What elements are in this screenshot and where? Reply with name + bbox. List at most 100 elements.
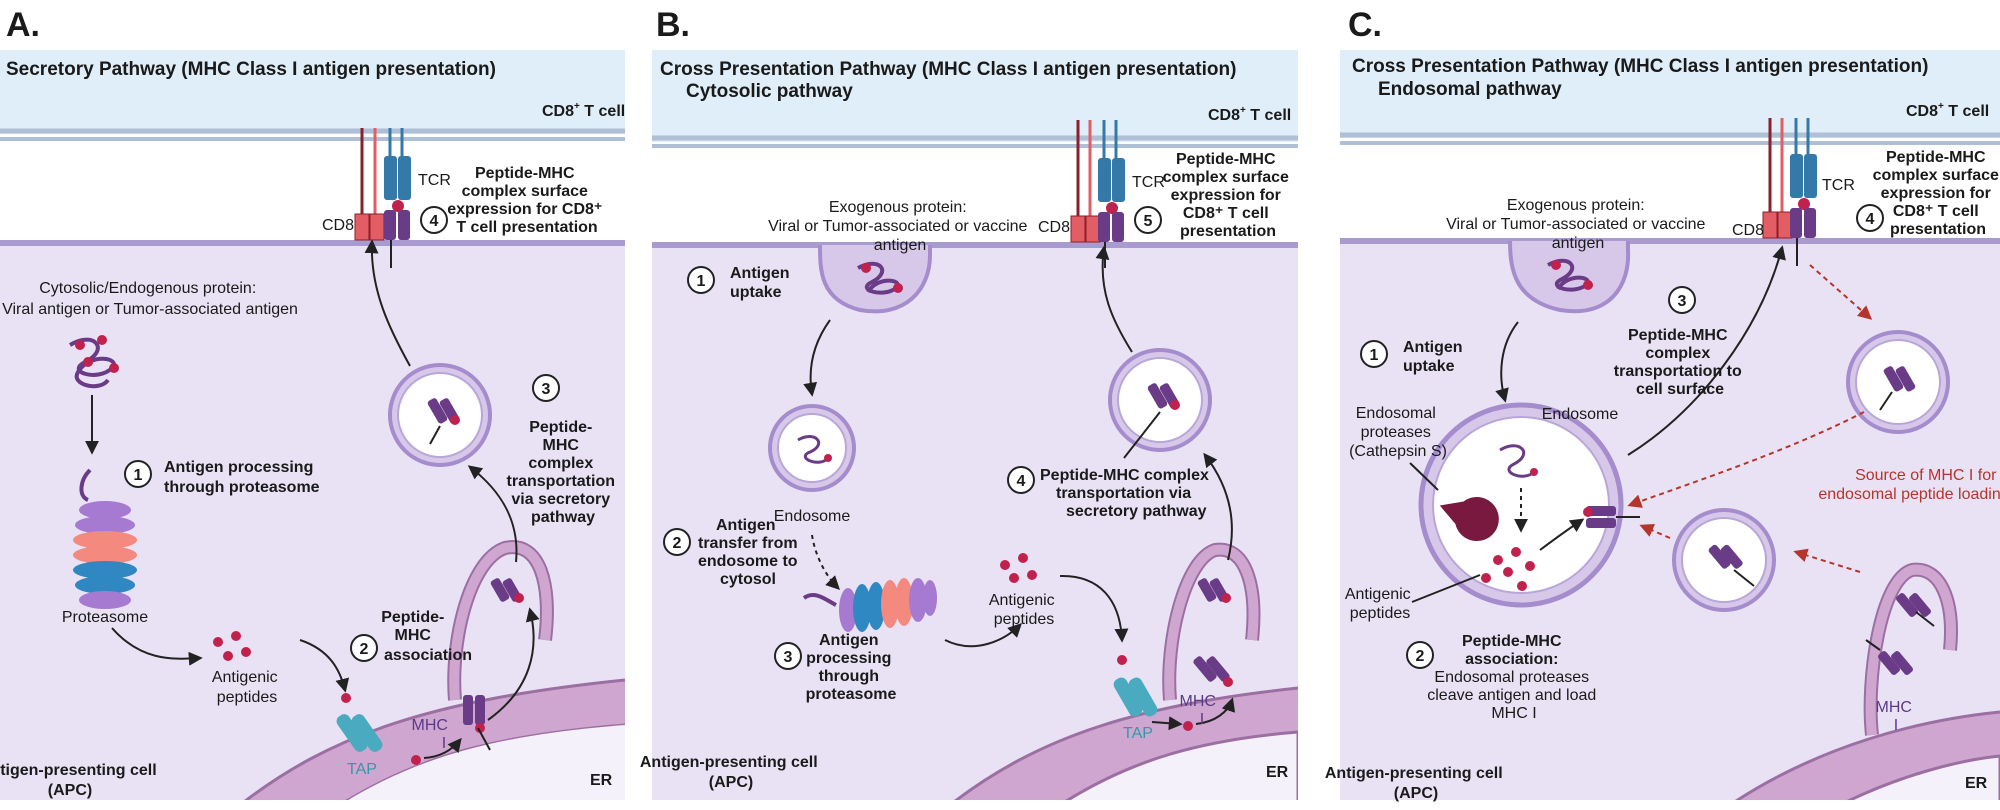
panel-a-mhc-in-er bbox=[463, 695, 491, 751]
panel-a-step-3-number: 3 bbox=[542, 381, 551, 398]
panel-c-step-3-marker bbox=[1668, 286, 1696, 314]
panel-b-letter: B. bbox=[656, 6, 690, 44]
panel-a-er-label: ER bbox=[590, 772, 613, 789]
panel-b-apc-label: Antigen-presenting cell (APC) bbox=[640, 754, 822, 791]
panel-a-step-2-marker bbox=[350, 634, 378, 662]
panel-a-step-1-text: Antigen processing through proteasome bbox=[164, 459, 320, 496]
panel-c-step-4-number: 4 bbox=[1866, 211, 1875, 228]
panel-a-antigen-protein bbox=[68, 335, 119, 389]
panel-a-tcell-label: CD8+ T cell bbox=[542, 101, 625, 120]
panel-c-step-4-marker bbox=[1856, 204, 1884, 232]
panel-a-tap-transporter bbox=[336, 714, 383, 752]
panel-c-protein-label: Exogenous protein: Viral or Tumor-associ… bbox=[1446, 197, 1710, 252]
panel-a-proteasome-label: Proteasome bbox=[62, 609, 148, 626]
panel-c-letter: C. bbox=[1348, 6, 1382, 44]
panel-b-protein-label: Exogenous protein: Viral or Tumor-associ… bbox=[768, 199, 1032, 254]
panel-c-recycling-vesicle-top bbox=[1846, 330, 1950, 434]
panel-a-step-4-text: Peptide-MHC complex surface expression f… bbox=[447, 165, 607, 236]
panel-b-step-1-marker bbox=[687, 266, 715, 294]
panel-c-step-3-number: 3 bbox=[1678, 293, 1687, 310]
panel-b-step-1-text: Antigen uptake bbox=[730, 265, 794, 301]
panel-b-tcr-receptor bbox=[1070, 120, 1125, 268]
panel-a-peptide-on-mhc bbox=[392, 200, 404, 212]
panel-a-peptides-label: Antigenic peptides bbox=[212, 669, 282, 706]
panel-b-step-3-marker bbox=[774, 642, 802, 670]
panel-b-step-4-marker bbox=[1007, 466, 1035, 494]
panel-a-step-3-text: Peptide- MHC complex transportation via … bbox=[507, 419, 620, 526]
panel-c-mhc-in-er bbox=[1865, 639, 1913, 675]
panel-a-mhc-label: MHC I bbox=[412, 717, 453, 752]
panel-b-proteasome bbox=[802, 578, 937, 632]
panel-c-source-label: Source of MHC I for endosomal peptide lo… bbox=[1818, 467, 2000, 503]
panel-c-apc-label: Antigen-presenting cell (APC) bbox=[1325, 765, 1507, 802]
panel-c-antigen-protein bbox=[1547, 258, 1593, 292]
panel-a-er-bud-mhc bbox=[490, 578, 524, 603]
panel-c-tcell-label: CD8+ T cell bbox=[1906, 101, 1989, 120]
panel-b-step-1-number: 1 bbox=[697, 273, 706, 290]
panel-b-step-5-text: Peptide-MHC complex surface expression f… bbox=[1163, 151, 1294, 240]
panel-c-er-label: ER bbox=[1965, 775, 1988, 792]
panel-a-step-4-number: 4 bbox=[430, 213, 439, 230]
panel-b-title: Cross Presentation Pathway (MHC Class I … bbox=[660, 59, 1236, 80]
panel-b-antigen-protein bbox=[857, 261, 903, 295]
panel-c-step-3-text: Peptide-MHC complex transportation to ce… bbox=[1614, 327, 1746, 398]
panel-a-letter: A. bbox=[6, 6, 40, 44]
panel-c-recycling-vesicle-bottom bbox=[1672, 508, 1776, 612]
panel-b-tap-label: TAP bbox=[1123, 725, 1153, 742]
panel-b-step-5-marker bbox=[1134, 206, 1162, 234]
panel-b-endosome-label: Endosome bbox=[774, 508, 851, 525]
panel-a-proteasome bbox=[73, 468, 137, 609]
panel-b-tcell-region bbox=[652, 50, 1298, 142]
panel-b-transport-vesicle bbox=[1108, 348, 1212, 459]
panel-b-tcell-label: CD8+ T cell bbox=[1208, 105, 1291, 124]
panel-b-er-label: ER bbox=[1266, 764, 1289, 781]
panel-a-antigenic-peptides bbox=[213, 631, 251, 661]
panel-a-protein-label: Cytosolic/Endogenous protein: Viral anti… bbox=[2, 280, 298, 318]
panel-b: B. Cross Presentation Pathway (MHC Class… bbox=[640, 6, 1298, 800]
panel-c-tcell-region bbox=[1340, 50, 2000, 138]
panel-c: C. Cross Presentation Pathway (MHC Class… bbox=[1325, 6, 2000, 802]
panel-c-proteases-label: Endosomal proteases (Cathepsin S) bbox=[1349, 405, 1447, 460]
panel-a-step-1-number: 1 bbox=[134, 467, 143, 484]
panel-a-title: Secretory Pathway (MHC Class I antigen p… bbox=[6, 59, 496, 80]
panel-b-step-5-number: 5 bbox=[1144, 213, 1153, 230]
panel-a-step-1-marker bbox=[124, 460, 152, 488]
panel-c-title: Cross Presentation Pathway (MHC Class I … bbox=[1352, 56, 1928, 77]
panel-c-tcr-receptor bbox=[1762, 118, 1817, 266]
panel-a-step-3-marker bbox=[532, 374, 560, 402]
panel-a-transport-vesicle bbox=[388, 363, 492, 467]
panel-a-tap-label: TAP bbox=[347, 761, 377, 778]
panel-b-tap-transporter bbox=[1113, 677, 1158, 717]
panel-c-er-bud-mhc bbox=[1896, 593, 1935, 627]
panel-b-cd8-label: CD8 bbox=[1038, 219, 1070, 236]
panel-a-step-2-number: 2 bbox=[360, 641, 369, 658]
panel-a-apc-label: Antigen-presenting cell (APC) bbox=[0, 762, 161, 799]
panel-b-step-3-text: Antigen processing through proteasome bbox=[806, 632, 897, 703]
panel-b-step-4-text: Peptide-MHC complex transportation via s… bbox=[1040, 467, 1213, 520]
panel-b-tcr-label: TCR bbox=[1132, 174, 1165, 191]
panel-c-step-2-text: Peptide-MHC association: Endosomal prote… bbox=[1427, 633, 1600, 722]
panel-b-step-2-number: 2 bbox=[673, 535, 682, 552]
panel-a-step-4-marker bbox=[420, 206, 448, 234]
panel-c-subtitle: Endosomal pathway bbox=[1378, 79, 1562, 100]
panel-c-tcr-label: TCR bbox=[1822, 177, 1855, 194]
panel-b-step-2-text: Antigen transfer from endosome to cytoso… bbox=[698, 517, 802, 588]
panel-c-step-2-marker bbox=[1406, 641, 1434, 669]
panel-c-endosome-label: Endosome bbox=[1542, 406, 1619, 423]
panel-c-mhc-label: MHC I bbox=[1876, 699, 1917, 734]
panel-b-step-2-marker bbox=[663, 528, 691, 556]
panel-b-antigenic-peptides bbox=[1000, 553, 1037, 583]
panel-b-step-4-number: 4 bbox=[1017, 473, 1026, 490]
panel-b-endosome bbox=[768, 404, 856, 492]
panel-b-er-bud-mhc bbox=[1197, 578, 1231, 603]
panel-c-cd8-label: CD8 bbox=[1732, 222, 1764, 239]
panel-b-mhc-in-er bbox=[1193, 656, 1233, 687]
panel-a-tcr-receptor bbox=[354, 128, 411, 268]
panel-a-tcell-region bbox=[0, 50, 625, 134]
panel-c-step-4-text: Peptide-MHC complex surface expression f… bbox=[1873, 149, 2000, 238]
panel-c-peptides-label: Antigenic peptides bbox=[1345, 586, 1415, 622]
panel-a-tcr-label: TCR bbox=[418, 172, 451, 189]
panel-b-step-3-number: 3 bbox=[784, 649, 793, 666]
